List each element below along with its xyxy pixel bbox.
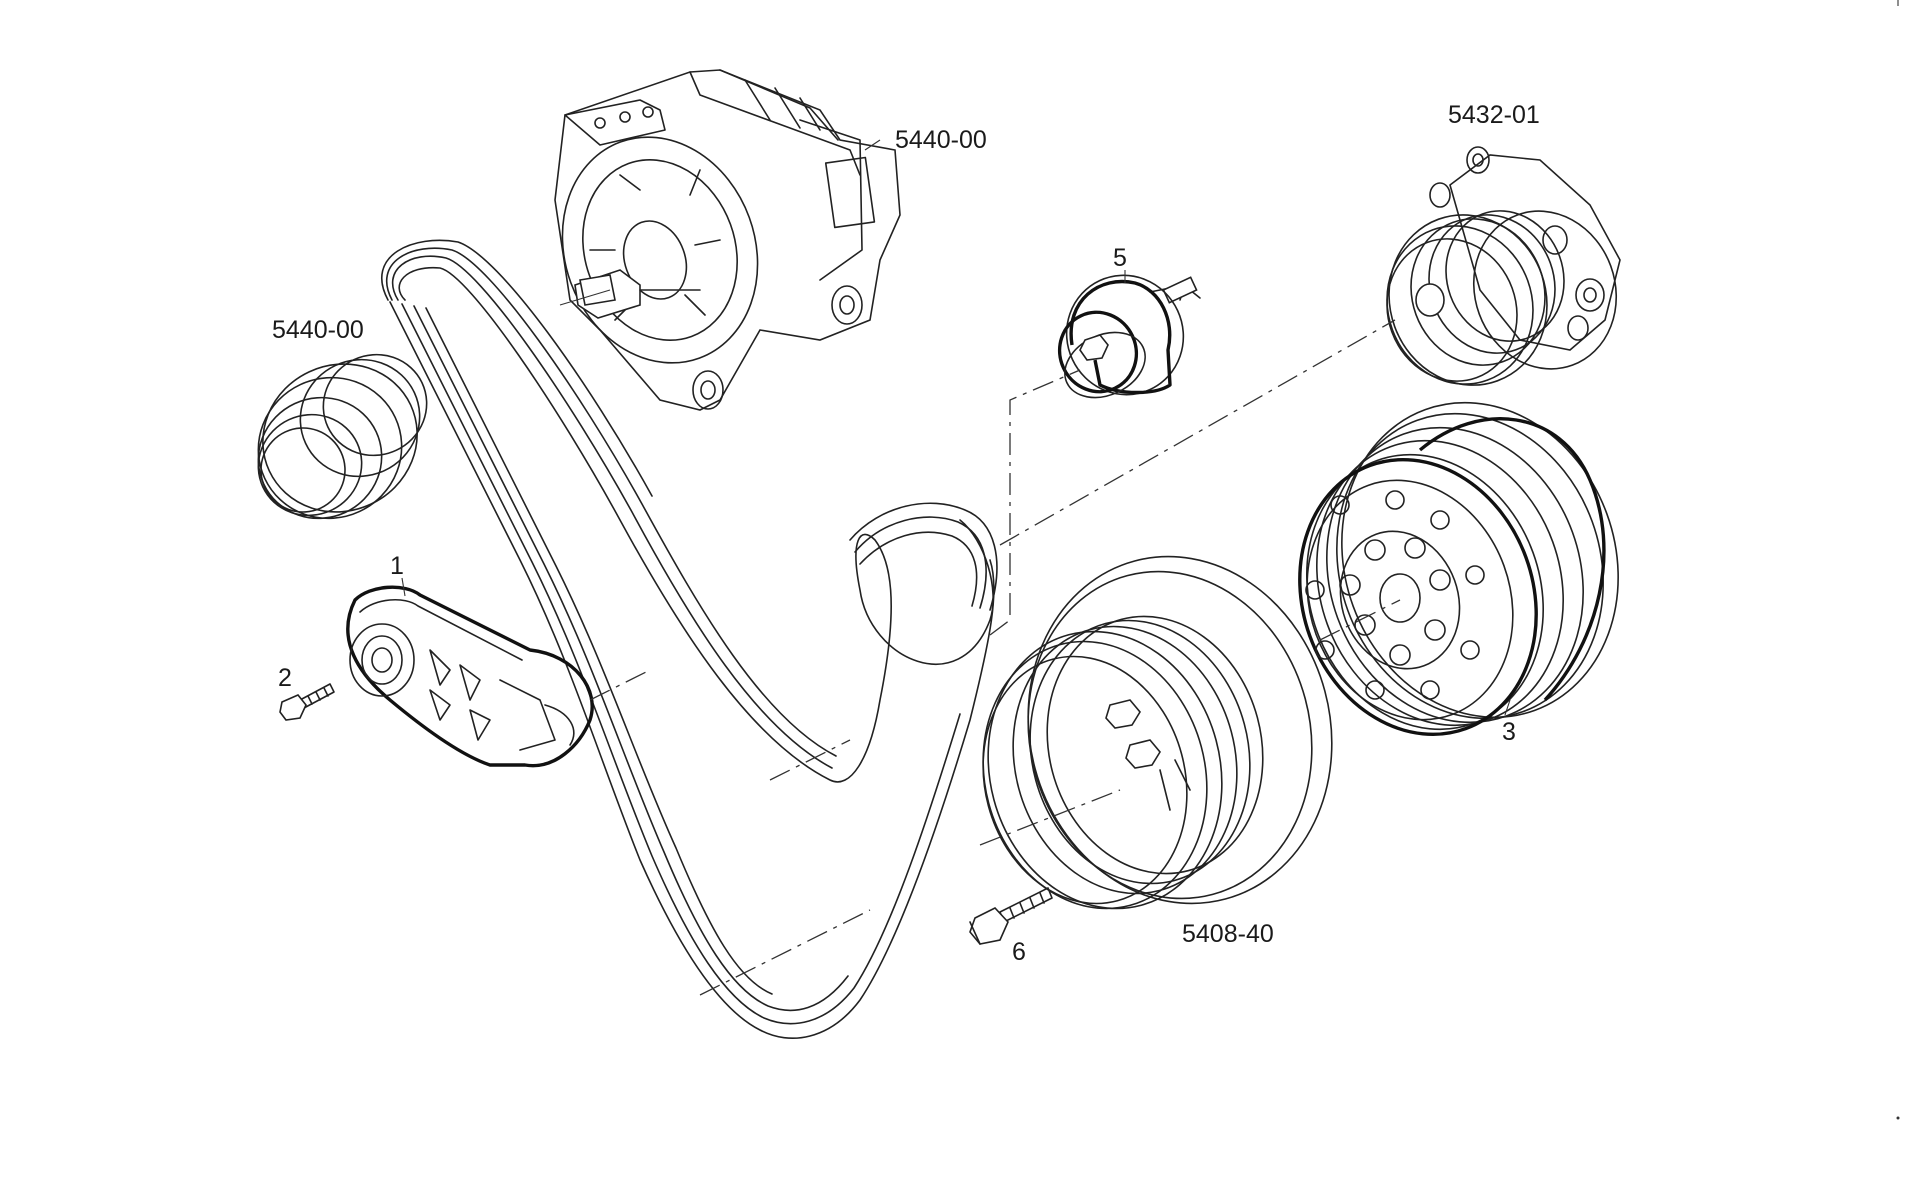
label-damper-bolt: 6	[1012, 938, 1026, 966]
label-pulley-3: 3	[1502, 718, 1516, 746]
alternator	[554, 69, 901, 411]
belt-tensioner	[346, 585, 594, 768]
crankshaft-pulley	[1298, 401, 1619, 737]
label-idler: 5	[1113, 244, 1127, 272]
label-water-pump: 5432-01	[1448, 101, 1540, 129]
label-damper: 5408-40	[1182, 920, 1274, 948]
water-pump	[1386, 146, 1621, 386]
label-tensioner: 1	[390, 552, 404, 580]
serpentine-belt	[381, 239, 998, 1040]
edge-mark-bottom	[1896, 1116, 1900, 1120]
leader-1	[401, 577, 406, 597]
alternator-pulley	[257, 353, 428, 520]
leader-alternator	[864, 139, 881, 151]
crankshaft-damper	[982, 555, 1333, 910]
label-alternator-pulley: 5440-00	[272, 316, 364, 344]
tensioner-bolt	[279, 683, 335, 721]
leader-lines	[559, 289, 1401, 996]
label-tensioner-bolt: 2	[278, 664, 292, 692]
damper-bolt	[969, 887, 1053, 945]
idler-pulley	[1057, 274, 1201, 399]
label-alternator: 5440-00	[895, 126, 987, 154]
leader-3	[1504, 699, 1511, 716]
